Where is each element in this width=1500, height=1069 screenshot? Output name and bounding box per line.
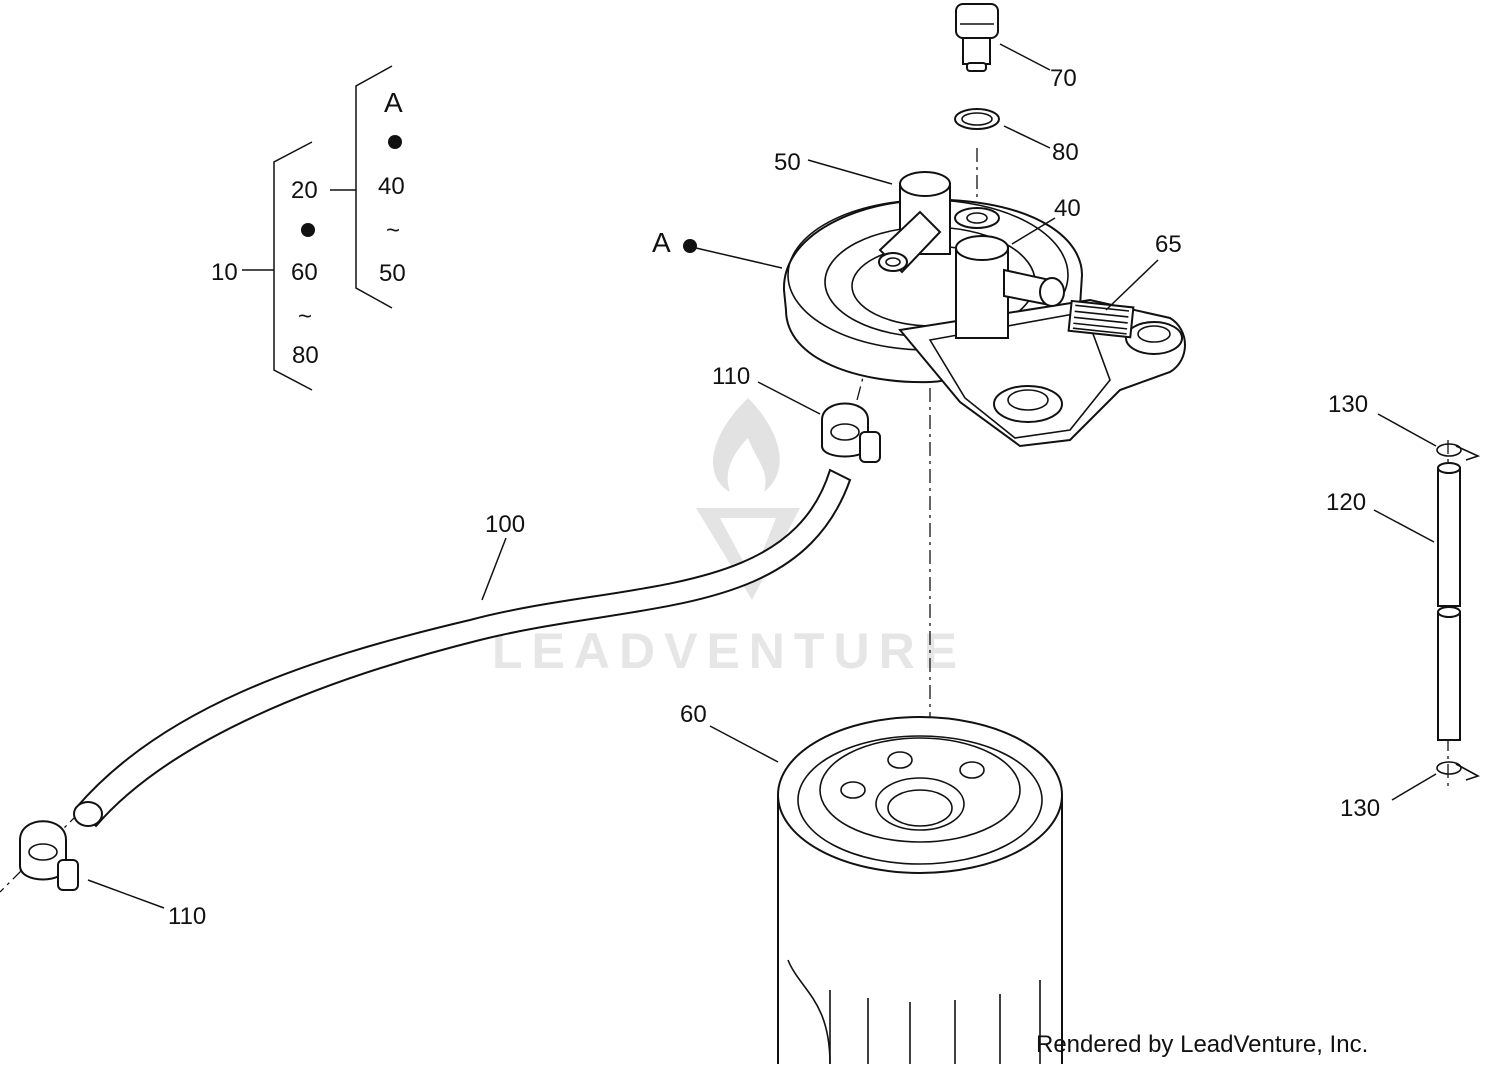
part-80-washer[interactable] [954,108,1000,130]
footer-credit: Rendered by LeadVenture, Inc. [1036,1031,1368,1058]
legend-outer-item-20[interactable]: 20 [291,177,318,204]
reference-dot [683,239,697,253]
callout-100[interactable]: 100 [485,511,525,538]
watermark-v-icon [696,508,800,600]
part-110-clamp-upper[interactable] [821,402,881,463]
callout-60[interactable]: 60 [680,701,707,728]
part-100-hose[interactable] [73,468,852,828]
part-120-tube[interactable] [1437,462,1461,741]
callout-40[interactable]: 40 [1054,195,1081,222]
legend-outer-dot [301,223,315,237]
part-130-clip-lower[interactable] [1436,761,1480,781]
watermark-flame-icon [713,398,780,492]
legend-inner-item-40[interactable]: 40 [378,173,405,200]
watermark: LEADVENTURE [492,398,966,679]
callout-80[interactable]: 80 [1052,139,1079,166]
legend-inner-dot [388,135,402,149]
legend-inner-item-50[interactable]: 50 [379,260,406,287]
callout-110-bottom[interactable]: 110 [168,903,206,930]
legend-inner-marker: A [384,87,403,118]
callout-70[interactable]: 70 [1050,65,1077,92]
callout-120[interactable]: 120 [1326,489,1366,516]
callout-130-top[interactable]: 130 [1328,391,1368,418]
part-110-clamp-lower[interactable] [19,820,79,891]
reference-marker-a-label: A [652,227,671,258]
callout-65[interactable]: 65 [1155,231,1182,258]
callout-110-top[interactable]: 110 [712,363,750,390]
part-65-hatch [1072,304,1130,335]
filter-head-assembly[interactable] [782,171,1186,448]
callout-130-bottom[interactable]: 130 [1340,795,1380,822]
assembly-legend: 10 20 60 ~ 80 A 40 ~ 50 [211,65,406,391]
legend-outer-range: ~ [298,303,312,330]
callout-50[interactable]: 50 [774,149,801,176]
reference-marker-a: A [652,227,697,258]
legend-inner-range: ~ [386,217,400,244]
leader-lines [87,43,1437,909]
part-70-bolt[interactable] [955,3,999,72]
legend-outer-item-80[interactable]: 80 [292,342,319,369]
legend-outer-group[interactable]: 10 [211,259,238,286]
legend-outer-item-60[interactable]: 60 [291,259,318,286]
part-130-clip-upper[interactable] [1436,443,1481,461]
callout-labels: 70 80 50 40 65 110 100 60 110 130 120 13… [168,65,1380,930]
part-60-filter[interactable] [777,716,1063,1066]
watermark-text: LEADVENTURE [492,623,966,679]
